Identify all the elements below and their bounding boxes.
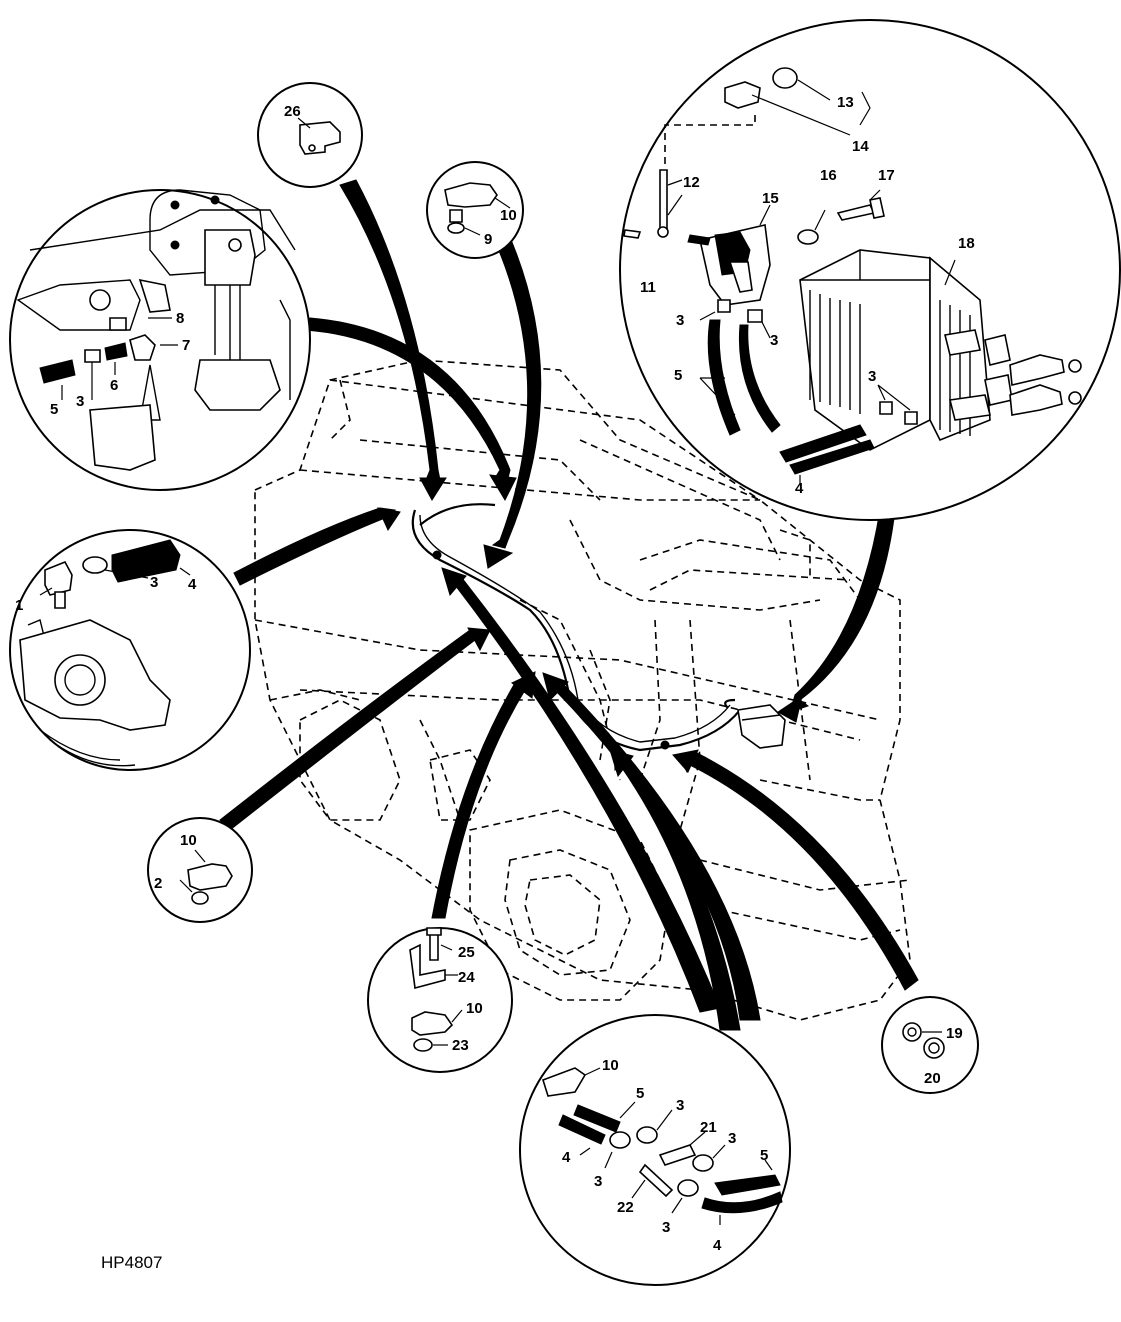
callout-5: 5 — [760, 1147, 768, 1164]
callout-10: 10 — [602, 1057, 619, 1074]
callout-circle-bracket — [367, 927, 513, 1073]
callout-circle-heater — [619, 19, 1121, 521]
callout-4: 4 — [188, 576, 197, 593]
callout-11: 11 — [640, 279, 656, 296]
callout-4: 4 — [562, 1149, 571, 1166]
callout-3: 3 — [150, 574, 158, 591]
callout-25: 25 — [458, 944, 475, 961]
callout-17: 17 — [878, 167, 895, 184]
callout-3: 3 — [594, 1173, 602, 1190]
callout-10: 10 — [466, 1000, 483, 1017]
callout-23: 23 — [452, 1037, 469, 1054]
callout-19: 19 — [946, 1025, 963, 1042]
callout-circle-fitting — [9, 529, 251, 771]
callout-9: 9 — [484, 231, 492, 248]
callout-3: 3 — [662, 1219, 670, 1236]
callout-circle-hose-parts — [519, 1014, 791, 1286]
callout-24: 24 — [458, 969, 475, 986]
callout-20: 20 — [924, 1070, 941, 1087]
callout-4: 4 — [795, 480, 804, 497]
callout-2: 2 — [154, 875, 162, 892]
callout-5: 5 — [636, 1085, 644, 1102]
callout-3: 3 — [770, 332, 778, 349]
callout-26: 26 — [284, 103, 301, 120]
hose-routing — [411, 503, 786, 752]
callout-3: 3 — [868, 368, 876, 385]
callout-3: 3 — [676, 1097, 684, 1114]
callout-circle-10-2 — [147, 817, 253, 923]
callout-15: 15 — [762, 190, 779, 207]
callout-circle-10-9 — [426, 161, 524, 259]
callout-18: 18 — [958, 235, 975, 252]
callout-10: 10 — [500, 207, 517, 224]
callout-circle-26 — [257, 82, 363, 188]
callout-arrows — [219, 179, 919, 1031]
callout-7: 7 — [182, 337, 190, 354]
callout-5: 5 — [50, 401, 58, 418]
callout-labels: 26 10 9 8 7 6 5 3 1 3 4 13 14 12 15 16 1… — [15, 94, 975, 1254]
callout-3: 3 — [728, 1130, 736, 1147]
callout-8: 8 — [176, 310, 184, 327]
callout-10: 10 — [180, 832, 197, 849]
callout-5: 5 — [674, 367, 682, 384]
callout-6: 6 — [110, 377, 118, 394]
callout-16: 16 — [820, 167, 837, 184]
callout-14: 14 — [852, 138, 869, 155]
callout-3: 3 — [676, 312, 684, 329]
callout-13: 13 — [837, 94, 854, 111]
figure-id: HP4807 — [101, 1253, 163, 1272]
callout-4: 4 — [713, 1237, 722, 1254]
callout-21: 21 — [700, 1119, 717, 1136]
callout-12: 12 — [683, 174, 700, 191]
callout-1: 1 — [15, 597, 23, 614]
callout-3: 3 — [76, 393, 84, 410]
callout-circle-grommet — [881, 996, 979, 1094]
callout-22: 22 — [617, 1199, 634, 1216]
callout-circle-engine — [9, 189, 311, 491]
